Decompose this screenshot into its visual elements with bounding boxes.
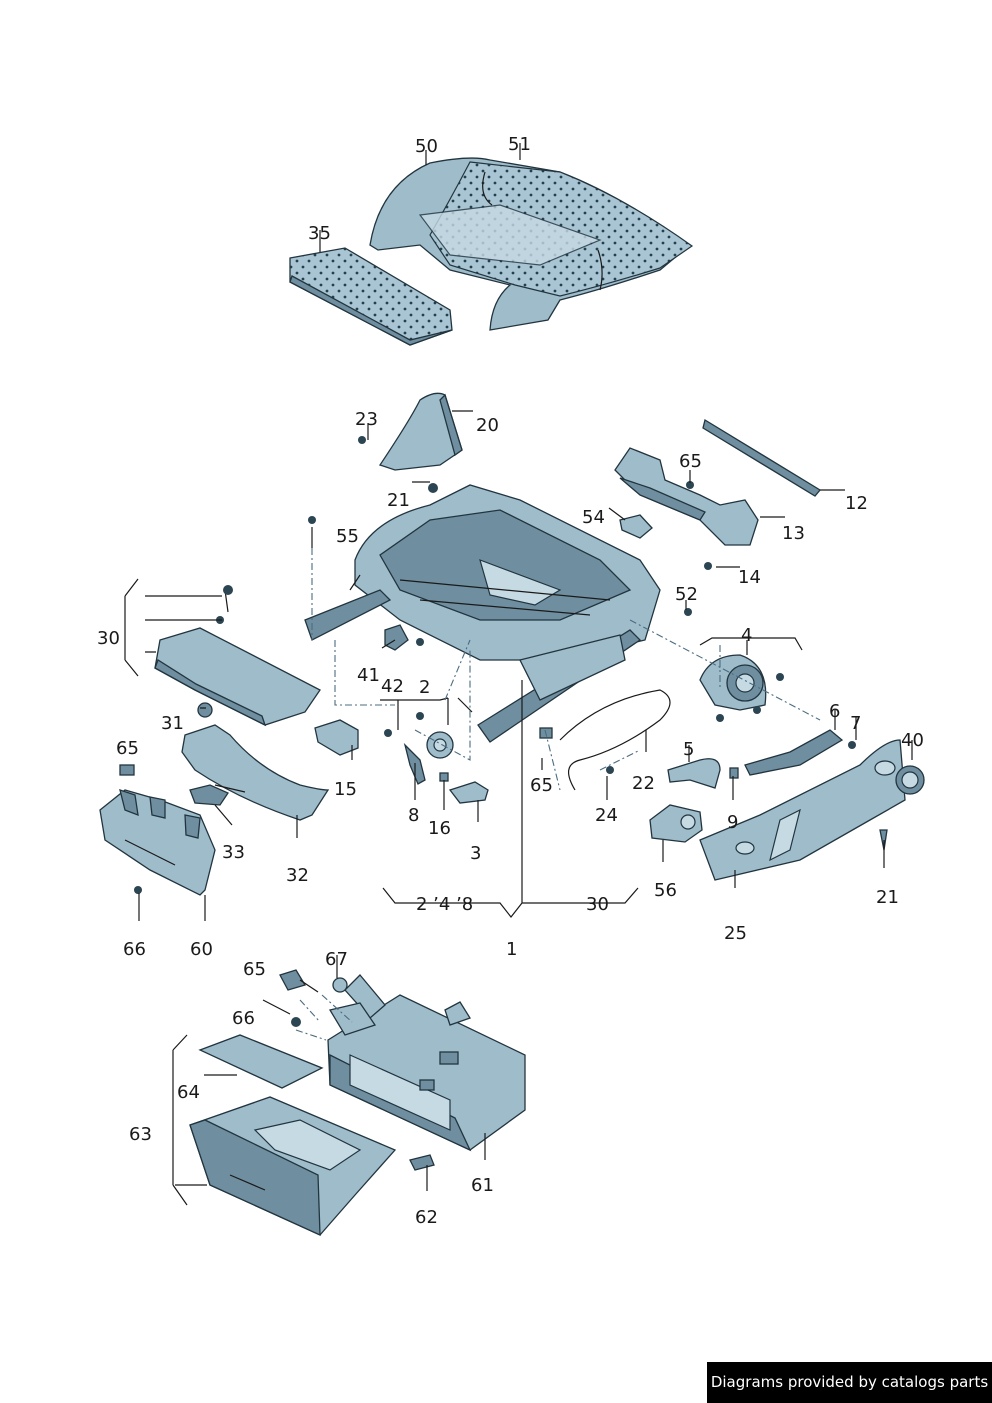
lever-assembly xyxy=(729,729,856,779)
callout-65: 65 xyxy=(243,959,266,980)
callout-24: 24 xyxy=(595,805,618,826)
leader-lines xyxy=(124,143,913,1206)
front-cushion xyxy=(289,247,453,346)
callout-35: 35 xyxy=(308,223,331,244)
drawer-housing xyxy=(279,969,526,1171)
callout-41: 41 xyxy=(357,665,380,686)
callout-51: 51 xyxy=(508,134,531,155)
motor-assembly xyxy=(699,654,784,722)
callout-56: 56 xyxy=(654,880,677,901)
callout-65: 65 xyxy=(530,775,553,796)
callout-2-4-8: 2 ’4 ’8 xyxy=(416,894,473,915)
callout-8: 8 xyxy=(408,805,419,826)
callout-15: 15 xyxy=(334,779,357,800)
handle xyxy=(667,758,721,789)
callout-30: 30 xyxy=(586,894,609,915)
callout-21: 21 xyxy=(387,490,410,511)
guide-rail xyxy=(702,418,821,497)
callout-14: 14 xyxy=(738,567,761,588)
callout-7: 7 xyxy=(850,713,861,734)
callout-64: 64 xyxy=(177,1082,200,1103)
callout-labels: 50 51 35 23 20 21 65 12 54 13 14 55 52 3… xyxy=(97,134,924,1228)
callout-55: 55 xyxy=(336,526,359,547)
rear-cover xyxy=(358,392,463,493)
mat xyxy=(198,1034,324,1089)
callout-60: 60 xyxy=(190,939,213,960)
attribution-footer: Diagrams provided by catalogs parts xyxy=(707,1362,992,1403)
callout-63: 63 xyxy=(129,1124,152,1145)
side-panel xyxy=(699,739,925,881)
callout-2: 2 xyxy=(419,677,430,698)
callout-65: 65 xyxy=(116,738,139,759)
callout-33: 33 xyxy=(222,842,245,863)
storage-box xyxy=(99,764,216,896)
callout-16: 16 xyxy=(428,818,451,839)
callout-3: 3 xyxy=(470,843,481,864)
callout-54: 54 xyxy=(582,507,605,528)
front-panel xyxy=(181,724,330,821)
callout-52: 52 xyxy=(675,584,698,605)
drawer xyxy=(189,1096,397,1237)
callout-22: 22 xyxy=(632,773,655,794)
callout-12: 12 xyxy=(845,493,868,514)
switch-module xyxy=(649,804,703,843)
callout-30: 30 xyxy=(97,628,120,649)
callout-23: 23 xyxy=(355,409,378,430)
bracket-13 xyxy=(614,447,759,570)
undertray xyxy=(154,585,321,727)
callout-61: 61 xyxy=(471,1175,494,1196)
callout-20: 20 xyxy=(476,415,499,436)
callout-21: 21 xyxy=(876,887,899,908)
callout-13: 13 xyxy=(782,523,805,544)
callout-5: 5 xyxy=(683,739,694,760)
seat-cushion xyxy=(369,157,694,331)
callout-40: 40 xyxy=(901,730,924,751)
callout-66: 66 xyxy=(232,1008,255,1029)
callout-62: 62 xyxy=(415,1207,438,1228)
callout-31: 31 xyxy=(161,713,184,734)
callout-66: 66 xyxy=(123,939,146,960)
seat-frame xyxy=(304,484,661,743)
callout-1: 1 xyxy=(506,939,517,960)
callout-25: 25 xyxy=(724,923,747,944)
callout-32: 32 xyxy=(286,865,309,886)
callout-9: 9 xyxy=(727,812,738,833)
callout-6: 6 xyxy=(829,701,840,722)
callout-42: 42 xyxy=(381,676,404,697)
callout-65: 65 xyxy=(679,451,702,472)
callout-4: 4 xyxy=(741,625,752,646)
callout-50: 50 xyxy=(415,136,438,157)
callout-67: 67 xyxy=(325,949,348,970)
alignment-lines xyxy=(295,548,821,1041)
